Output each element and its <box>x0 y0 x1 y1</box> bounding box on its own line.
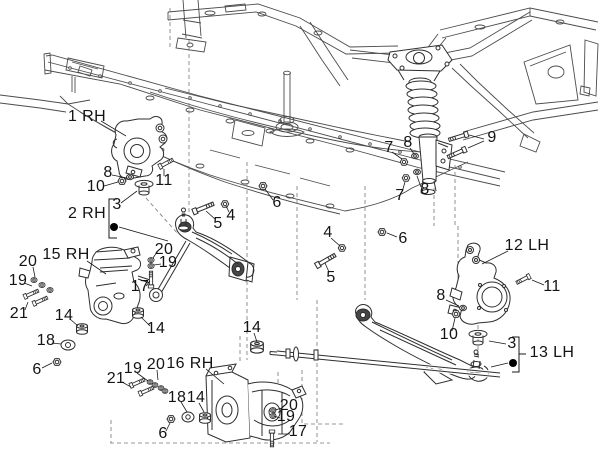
callout-label: 17 <box>288 423 308 440</box>
fasteners <box>22 130 532 448</box>
stabilizer-rod-rh <box>149 240 192 302</box>
callout-label: 8 <box>103 164 113 181</box>
chassis-art <box>0 0 599 215</box>
callout-label: 7 <box>384 139 394 156</box>
callout-label: 6 <box>272 194 282 211</box>
callout-label: 19 <box>276 408 296 425</box>
control-arm-rh <box>175 207 255 283</box>
callout-label: 10 <box>86 178 106 195</box>
callout-label: 12 LH <box>504 237 550 254</box>
assembly-bullet-marker <box>110 223 118 231</box>
callout-label: 11 <box>543 278 561 295</box>
callout-label: 21 <box>106 370 126 387</box>
callout-label: 6 <box>32 361 42 378</box>
callout-label: 20 <box>18 253 38 270</box>
leader-lines <box>23 120 545 435</box>
callout-label: 18 <box>167 389 187 406</box>
callout-label: 21 <box>9 305 29 322</box>
callout-label: 16 RH <box>166 355 214 372</box>
callout-label: 6 <box>158 425 168 442</box>
callout-label: 19 <box>158 254 178 271</box>
callout-label: 10 <box>439 326 459 343</box>
strut-assembly <box>387 44 453 195</box>
callout-label: 6 <box>398 230 408 247</box>
callout-label: 20 <box>146 356 166 373</box>
callout-label: 4 <box>226 207 236 224</box>
callout-label: 8 <box>420 181 430 198</box>
assembly-bracket-13lh <box>512 336 526 373</box>
assembly-bracket-2rh <box>108 198 117 239</box>
callout-label: 11 <box>155 172 173 189</box>
callout-label: 2 RH <box>67 205 107 222</box>
callout-label: 20 <box>154 241 174 258</box>
assembly-bullet-marker <box>509 359 517 367</box>
bracket-15rh <box>78 246 151 325</box>
callout-label: 4 <box>323 224 333 241</box>
callout-label: 5 <box>213 215 223 232</box>
callout-label: 14 <box>54 307 74 324</box>
callout-label: 1 RH <box>67 108 107 125</box>
callout-label: 14 <box>242 319 262 336</box>
callout-label: 7 <box>395 187 405 204</box>
callout-label: 14 <box>186 389 206 406</box>
callout-label: 17 <box>130 278 150 295</box>
callout-label: 20 <box>279 397 299 414</box>
callout-label: 8 <box>403 134 413 151</box>
callout-label: 13 LH <box>529 344 575 361</box>
stabilizer-rod-lh <box>269 346 501 379</box>
callout-label: 9 <box>487 129 497 146</box>
callout-label: 5 <box>326 269 336 286</box>
callout-label: 8 <box>436 287 446 304</box>
callout-label: 18 <box>36 332 56 349</box>
callout-label: 19 <box>8 272 28 289</box>
bracket-16rh <box>205 363 307 443</box>
callout-label: 15 RH <box>42 246 90 263</box>
callout-label: 3 <box>507 335 517 352</box>
callout-label: 19 <box>123 360 143 377</box>
knuckle-rh <box>111 116 168 180</box>
callout-label: 14 <box>146 320 166 337</box>
callout-label: 3 <box>112 196 122 213</box>
alignment-dashes <box>110 8 479 444</box>
knuckle-lh <box>447 242 511 325</box>
